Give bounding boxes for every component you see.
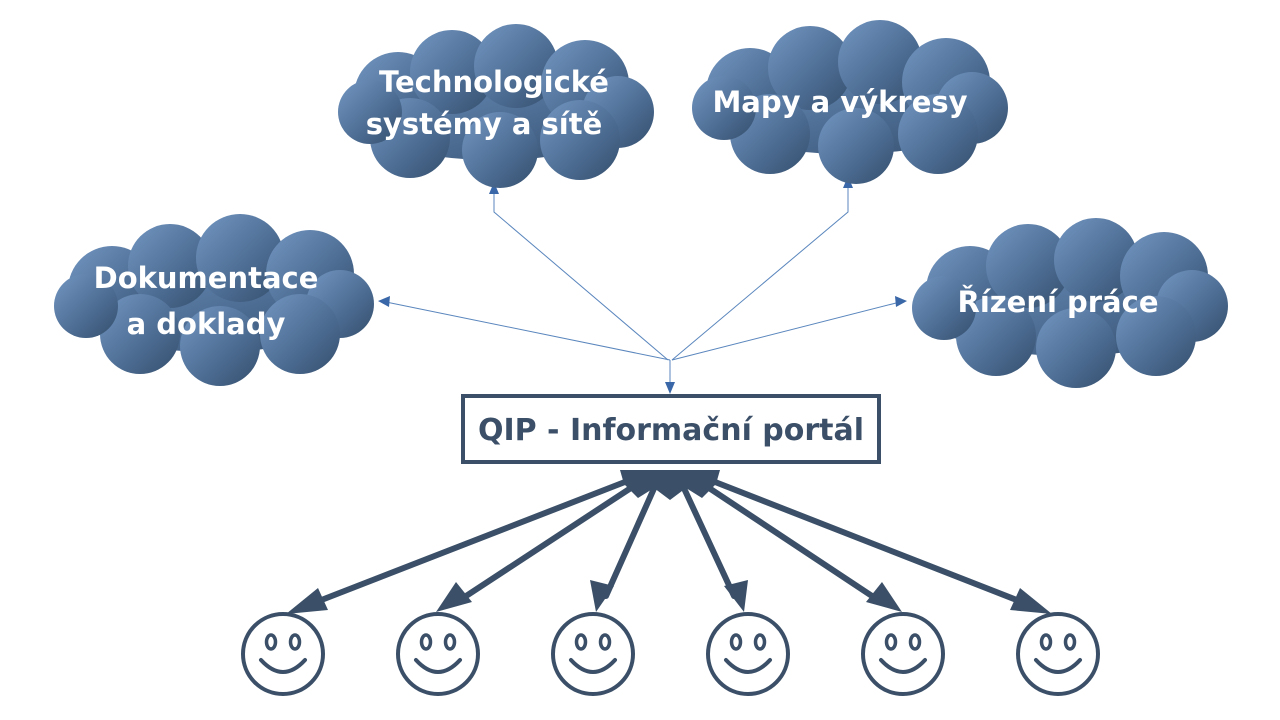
arrow-to-user-2 [457, 479, 643, 603]
thick-arrows [303, 477, 1035, 609]
right-eye [598, 633, 612, 651]
arrowhead-user-1 [286, 588, 328, 614]
arrowhead-user-6 [1010, 588, 1052, 614]
cloud-label-line-2: systémy a sítě [366, 107, 603, 141]
smile-mouth [724, 658, 772, 674]
connector-technologicke [493, 192, 669, 361]
arrowhead-user-2 [436, 582, 472, 612]
cloud-rizeni: Řízení práce [912, 218, 1228, 388]
thick-arrowheads [286, 580, 1052, 614]
left-eye [729, 633, 743, 651]
cloud-label-line-1: Technologické [379, 65, 609, 99]
right-eye [288, 633, 302, 651]
left-eye [264, 633, 278, 651]
connector-mapy [671, 186, 849, 361]
arrowhead-user-4 [724, 580, 748, 612]
smile-mouth [879, 658, 927, 674]
left-eye [574, 633, 588, 651]
connector-dokumentace [385, 301, 671, 361]
portal-box[interactable]: QIP - Informační portál [461, 394, 881, 464]
right-eye [443, 633, 457, 651]
arrowhead-user-3 [590, 580, 614, 612]
cloud-shape [692, 20, 1008, 184]
connector-rizeni [671, 301, 901, 361]
users [241, 612, 1100, 696]
cloud-shape [54, 214, 374, 386]
face-outline [1016, 612, 1100, 696]
left-eye [1039, 633, 1053, 651]
face-outline [861, 612, 945, 696]
cloud-label-line-2: a doklady [127, 307, 286, 341]
smile-mouth [414, 658, 462, 674]
arrow-convergence-burst [620, 470, 720, 500]
cloud-dokumentace: Dokumentace a doklady [54, 214, 374, 386]
left-eye [884, 633, 898, 651]
arrowhead-technologicke [489, 182, 499, 194]
arrow-to-user-3 [603, 481, 659, 599]
arrow-to-user-6 [707, 477, 1035, 609]
cloud-label-line-1: Dokumentace [94, 261, 319, 295]
smiley-face-icon [551, 612, 635, 696]
right-eye [753, 633, 767, 651]
arrowhead-portal [665, 382, 675, 394]
smiley-face-icon [706, 612, 790, 696]
cloud-technologicke: Technologické systémy a sítě [338, 24, 654, 188]
face-outline [706, 612, 790, 696]
arrowhead-dokumentace [378, 296, 390, 307]
cloud-label-line-1: Řízení práce [958, 285, 1159, 319]
arrow-to-user-5 [697, 479, 881, 603]
right-eye [908, 633, 922, 651]
smiley-face-icon [396, 612, 480, 696]
smiley-face-icon [861, 612, 945, 696]
thin-connectors [385, 186, 901, 384]
face-outline [551, 612, 635, 696]
portal-title: QIP - Informační portál [478, 413, 864, 448]
face-outline [396, 612, 480, 696]
cloud-label-line-1: Mapy a výkresy [712, 85, 967, 119]
portal-box-border [461, 394, 881, 464]
smile-mouth [1034, 658, 1082, 674]
thin-arrowheads [378, 176, 907, 394]
cloud-shape [338, 24, 654, 188]
cloud-shape [912, 218, 1228, 388]
right-eye [1063, 633, 1077, 651]
arrowhead-user-5 [866, 582, 902, 612]
arrow-to-user-1 [303, 477, 633, 609]
face-outline [241, 612, 325, 696]
smile-mouth [259, 658, 307, 674]
left-eye [419, 633, 433, 651]
arrow-to-user-4 [679, 481, 737, 599]
cloud-mapy: Mapy a výkresy [692, 20, 1008, 184]
arrowhead-rizeni [895, 296, 907, 307]
smile-mouth [569, 658, 617, 674]
smiley-face-icon [241, 612, 325, 696]
smiley-face-icon [1016, 612, 1100, 696]
